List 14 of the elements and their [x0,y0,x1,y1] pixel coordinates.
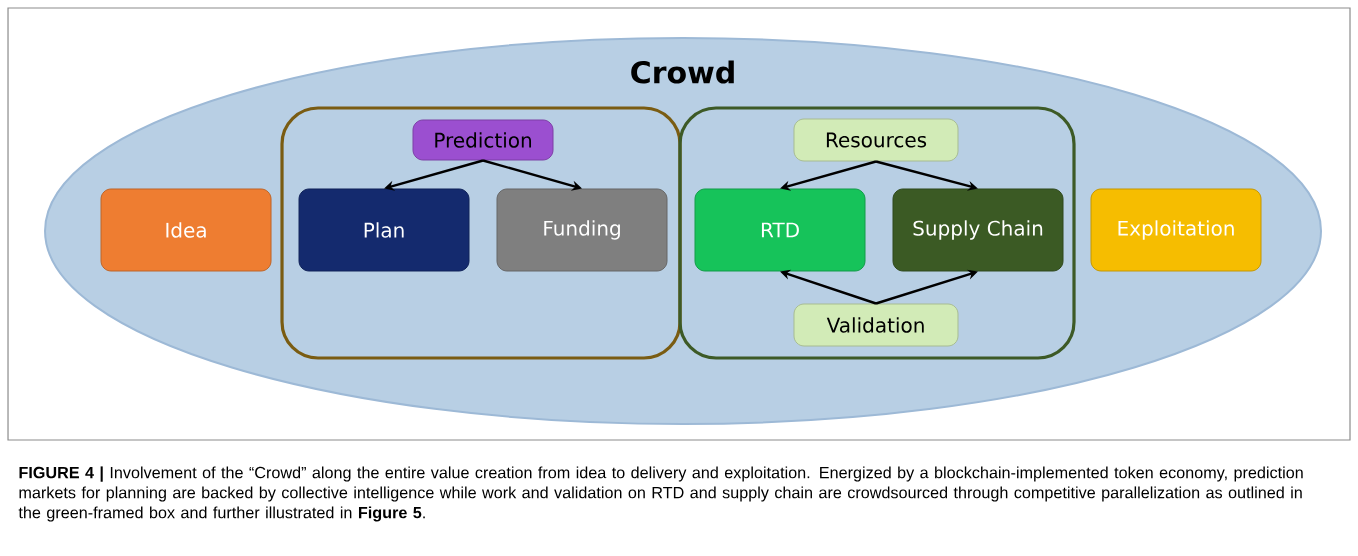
label-box: Validation [793,303,959,347]
process-box: Plan [298,188,470,272]
group-frame [678,106,1076,360]
arrow [482,159,582,191]
process-box: RTD [694,188,866,272]
label-box: Prediction [412,119,554,161]
process-box: Supply Chain [892,188,1064,272]
process-box: Funding [496,188,668,272]
arrow [875,269,978,305]
caption: FIGURE 4 | Involvement of the “Crowd” along the entire value creation from idea to delivery and exploitation. Energized by a blockchain-implemented token economy, prediction markets for planning are backed by collective intelligence while work and validation on RTD and supply chain are crowdsourced through competitive parallelization as outlined in the green-framed box and further illustrated in Figure 5. [18,466,1303,522]
label-box: Resources [793,118,959,162]
process-box: Exploitation [1090,188,1262,272]
arrow [875,160,978,191]
process-box: Idea [100,188,272,272]
